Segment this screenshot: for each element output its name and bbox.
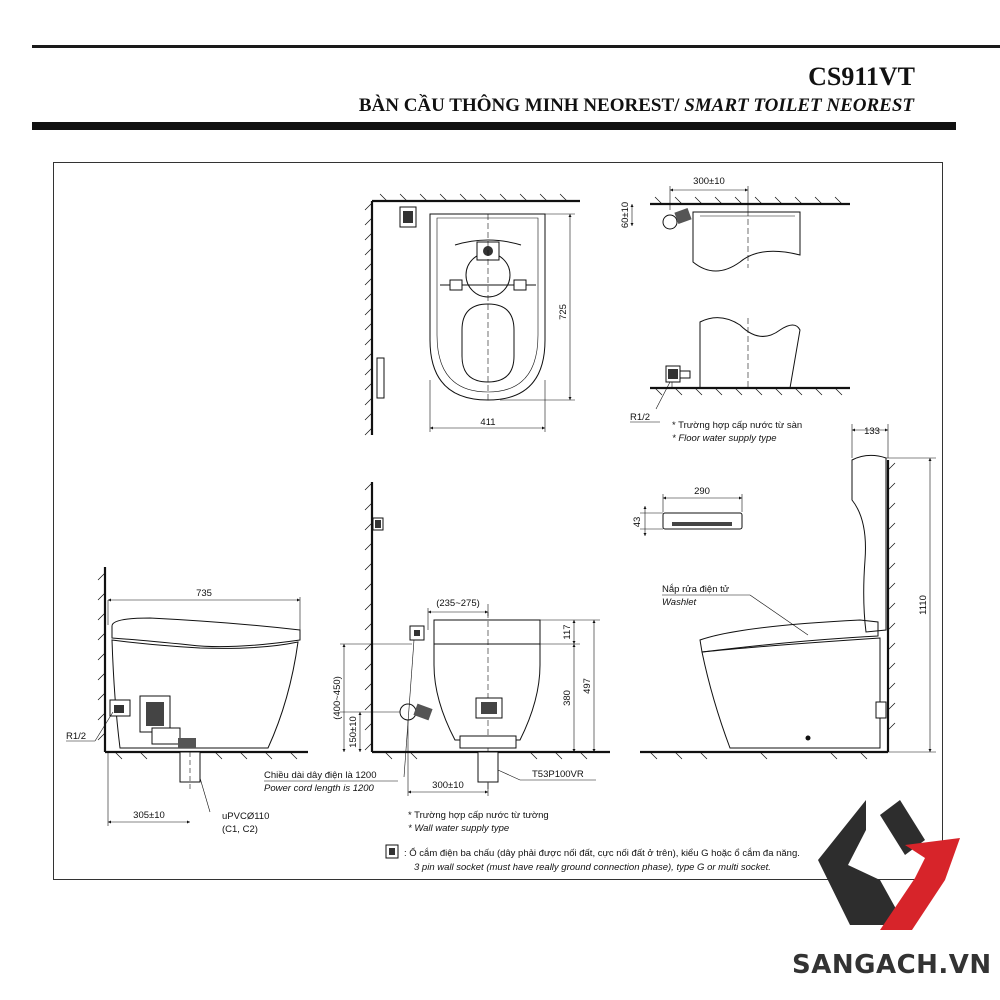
washlet-label-en: Washlet	[662, 597, 697, 608]
top-view: 725 411	[364, 193, 580, 436]
front-view: (235~275) (400~450) 150±10 117 380 497 3…	[264, 482, 610, 834]
remote-control: 290 43	[632, 486, 743, 536]
top-depth-label: 725	[558, 304, 569, 320]
socket-note-en: 3 pin wall socket (must have really grou…	[414, 862, 771, 873]
product-title: BÀN CẦU THÔNG MINH NEOREST/ SMART TOILET…	[358, 95, 914, 116]
front-socket-height-label: (400~450)	[332, 676, 343, 720]
front-body-height-label: 380	[562, 690, 573, 706]
front-supply-height-label: 150±10	[348, 716, 359, 748]
floor-note-en: * Floor water supply type	[672, 433, 777, 444]
drawing-frame	[53, 162, 943, 880]
remote-height-label: 43	[632, 517, 643, 528]
remote-width-label: 290	[694, 486, 710, 497]
socket-note-vi: : Ổ cắm điện ba chấu (dây phải được nối …	[404, 847, 800, 859]
right-height-label: 1110	[918, 595, 929, 615]
right-top-label: 133	[864, 426, 880, 437]
front-note-vi: * Trường hợp cấp nước từ tường	[408, 810, 549, 821]
socket-note: : Ổ cắm điện ba chấu (dây phải được nối …	[385, 844, 800, 873]
left-pipe-label: uPVCØ110	[222, 811, 269, 822]
front-flange-label: T53P100VR	[532, 769, 584, 780]
right-side-view: 133 1110 Nắp rửa điện tử Washlet	[640, 424, 936, 760]
front-tank-height-label: 117	[562, 624, 573, 639]
left-length-label: 735	[196, 588, 212, 599]
left-side-view: 735 R1/2 305±10 uPVCØ110 (C1, C2)	[66, 567, 308, 835]
header-top-rule	[32, 45, 1000, 48]
header-bottom-rule	[32, 122, 956, 130]
model-code: CS911VT	[808, 62, 915, 91]
floor-note-vi: * Trường hợp cấp nước từ sàn	[672, 420, 802, 431]
floor-supply-view: 300±10 60±10 R1/2 * Trường hợp cấp nước …	[620, 176, 850, 444]
left-pipe-sub-label: (C1, C2)	[222, 824, 258, 835]
front-note-en: * Wall water supply type	[408, 823, 509, 834]
top-width-label: 411	[480, 417, 495, 428]
brand-logo	[818, 800, 960, 930]
front-supply-offset-label: 300±10	[432, 780, 464, 791]
left-thread-label: R1/2	[66, 731, 86, 742]
washlet-label-vi: Nắp rửa điện tử	[662, 584, 730, 595]
floor-height-label: 60±10	[620, 202, 631, 228]
floor-width-label: 300±10	[693, 176, 725, 187]
front-total-height-label: 497	[582, 678, 593, 694]
front-cord-vi: Chiều dài dây điện là 1200	[264, 770, 377, 781]
left-offset-label: 305±10	[133, 810, 165, 821]
brand-name: SANGACH.VN	[792, 950, 992, 980]
front-cord-en: Power cord length is 1200	[264, 783, 375, 794]
front-socket-range-label: (235~275)	[436, 598, 480, 609]
floor-thread-label: R1/2	[630, 412, 650, 423]
